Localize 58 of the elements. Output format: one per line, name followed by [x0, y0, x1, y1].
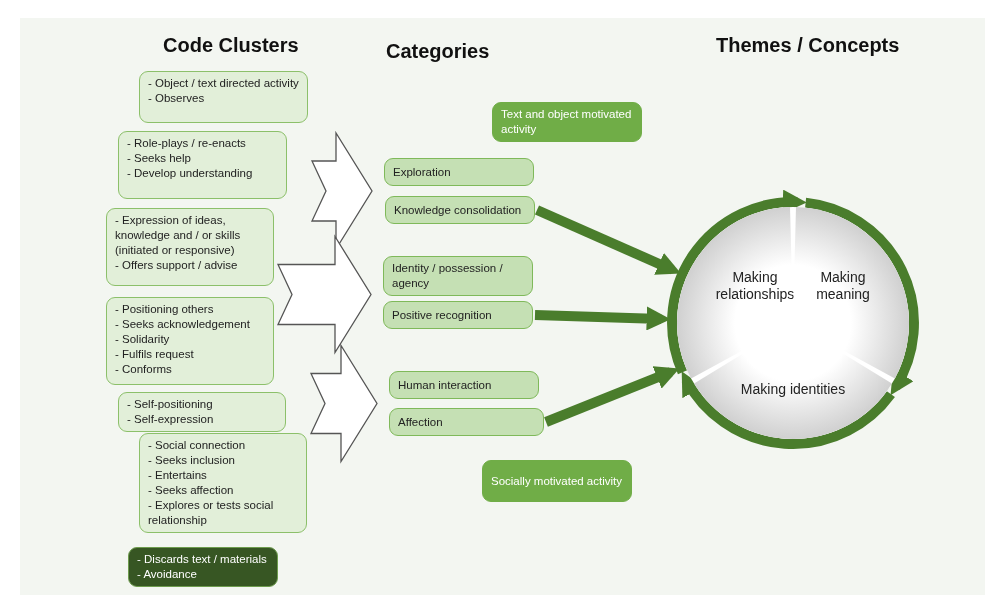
code-cluster-box [128, 547, 278, 587]
category-label: Affection [398, 414, 443, 430]
motivation-box [482, 460, 632, 502]
code-cluster-box [118, 392, 286, 432]
list-item: - Social connection [148, 438, 247, 453]
code-cluster-box [106, 297, 274, 385]
column-heading: Themes / Concepts [716, 34, 900, 57]
pie-segment [677, 207, 793, 379]
list-item: - Expression of ideas, knowledge and / or skills (initiated or responsive) [115, 213, 242, 258]
category-box [383, 256, 533, 296]
segment-label: Making relationships [714, 269, 796, 303]
code-cluster-box [106, 208, 274, 286]
list-item: - Develop understanding [127, 166, 254, 181]
list-item: - Seeks acknowledgement [115, 317, 251, 332]
category-label: Identity / possession / agency [392, 261, 504, 291]
block-arrow [309, 343, 378, 464]
column-heading: Categories [386, 40, 490, 63]
list-item: - Avoidance [137, 567, 198, 582]
cycle-arrow [804, 197, 919, 396]
category-box [384, 158, 534, 186]
segment-label: Making identities [739, 381, 847, 398]
category-label: Exploration [393, 164, 451, 180]
list-item: - Seeks help [127, 151, 192, 166]
code-cluster-box [118, 131, 287, 199]
segment-label: Making meaning [815, 269, 871, 303]
box-label: Text and object motivated activity [501, 107, 633, 137]
cycle-arrow [667, 190, 807, 374]
category-box [383, 301, 533, 329]
list-item: - Explores or tests social relationship [148, 498, 275, 528]
list-item: - Solidarity [115, 332, 171, 347]
column-heading: Code Clusters [163, 34, 299, 57]
category-box [385, 196, 535, 224]
list-item: - Self-expression [127, 412, 215, 427]
block-arrow [276, 234, 372, 355]
list-item: - Discards text / materials [137, 552, 268, 567]
list-item: - Positioning others [115, 302, 215, 317]
list-item: - Fulfils request [115, 347, 195, 362]
list-item: - Seeks affection [148, 483, 235, 498]
box-label: Socially motivated activity [491, 473, 623, 489]
arrow [535, 205, 681, 275]
list-item: - Seeks inclusion [148, 453, 236, 468]
code-cluster-box [139, 71, 308, 123]
list-item: - Self-positioning [127, 397, 214, 412]
category-box [389, 408, 544, 436]
list-item: - Conforms [115, 362, 173, 377]
category-label: Human interaction [398, 377, 492, 393]
cycle-arrow [681, 371, 895, 449]
list-item: - Observes [148, 91, 206, 106]
list-item: - Role-plays / re-enacts [127, 136, 247, 151]
category-box [389, 371, 539, 399]
list-item: - Object / text directed activity [148, 76, 299, 91]
category-label: Knowledge consolidation [394, 202, 522, 218]
code-cluster-box [139, 433, 307, 533]
category-label: Positive recognition [392, 307, 492, 323]
arrow [544, 366, 680, 427]
list-item: - Entertains [148, 468, 208, 483]
list-item: - Offers support / advise [115, 258, 239, 273]
motivation-box [492, 102, 642, 142]
